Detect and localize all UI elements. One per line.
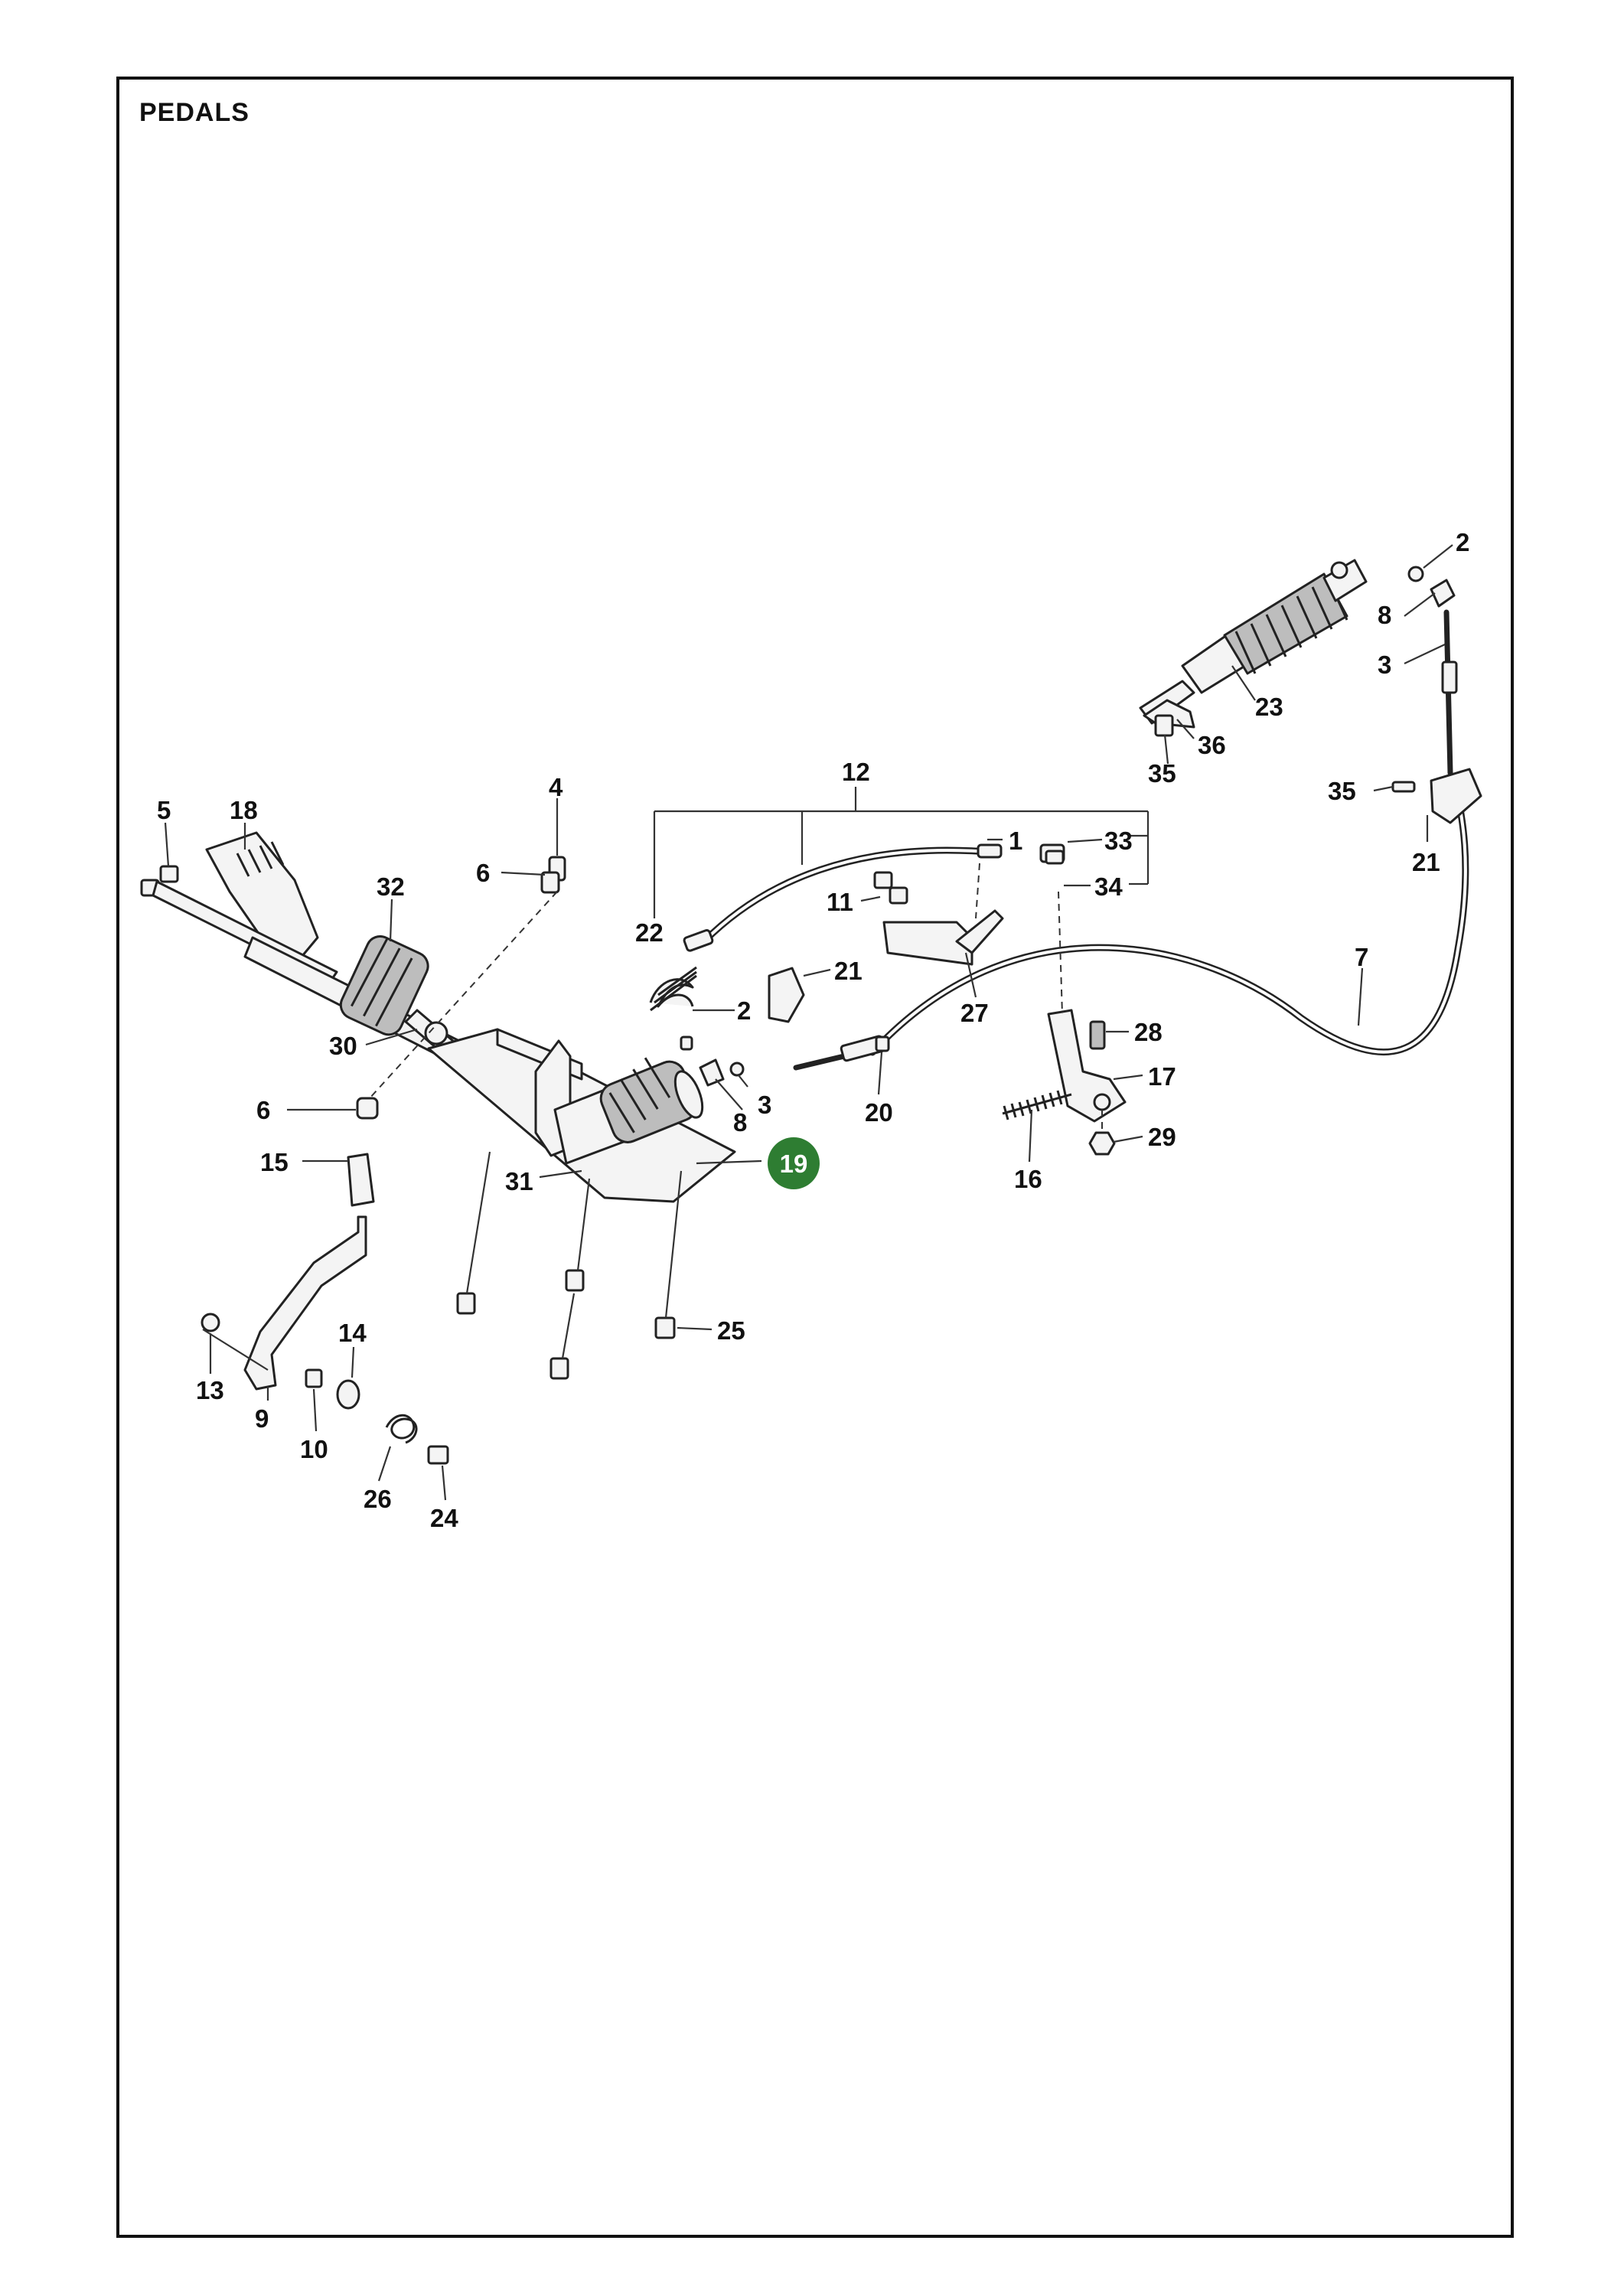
- callout-35-right: 35: [1328, 777, 1356, 805]
- spring-16: [1002, 1090, 1072, 1120]
- callout-17: 17: [1148, 1062, 1176, 1091]
- callout-32: 32: [377, 872, 405, 901]
- bolt-35: [1154, 714, 1174, 737]
- callout-1: 1: [1009, 827, 1022, 855]
- callout-4: 4: [549, 773, 563, 801]
- callout-15: 15: [260, 1148, 289, 1176]
- callout-28: 28: [1134, 1018, 1163, 1046]
- lever-18: [140, 831, 338, 985]
- callout-2-upper-right: 2: [1456, 528, 1469, 556]
- callout-33: 33: [1104, 827, 1133, 855]
- callout-24: 24: [430, 1504, 458, 1532]
- callout-6-upper: 6: [476, 859, 490, 887]
- callout-8-center: 8: [733, 1108, 747, 1137]
- callout-18: 18: [230, 796, 258, 824]
- highlight-label: 19: [780, 1150, 808, 1178]
- highlighted-callout-19: 19: [768, 1137, 820, 1189]
- damper-23: [1139, 559, 1368, 729]
- callout-23: 23: [1255, 693, 1283, 721]
- callout-2-center: 2: [737, 996, 751, 1025]
- callout-36: 36: [1198, 731, 1226, 759]
- callout-3-center: 3: [758, 1091, 771, 1119]
- callout-20: 20: [865, 1098, 893, 1127]
- pedal-arm-9: [243, 1215, 367, 1391]
- callout-31: 31: [505, 1167, 533, 1195]
- callout-6-lower: 6: [256, 1096, 270, 1124]
- callout-22: 22: [635, 918, 664, 947]
- callout-21-right: 21: [1412, 848, 1440, 876]
- page-title: PEDALS: [139, 98, 249, 127]
- callout-21-center: 21: [834, 957, 863, 985]
- callout-12: 12: [842, 758, 870, 786]
- highlight-badge: [768, 1137, 820, 1189]
- callout-14: 14: [338, 1319, 367, 1347]
- callout-5: 5: [157, 796, 171, 824]
- callout-13: 13: [196, 1376, 224, 1404]
- callout-11: 11: [827, 888, 853, 916]
- leader-lines: [164, 544, 1453, 1501]
- boot-15: [347, 1153, 375, 1207]
- callout-29: 29: [1148, 1123, 1176, 1151]
- pedal-assembly: [243, 935, 736, 1203]
- clip-21: [768, 967, 805, 1023]
- callout-30: 30: [329, 1032, 357, 1060]
- callout-27: 27: [960, 999, 989, 1027]
- callout-3-upper-right: 3: [1378, 651, 1391, 679]
- callout-34: 34: [1094, 872, 1123, 901]
- callout-10: 10: [300, 1435, 328, 1463]
- lever-17: [1047, 1009, 1127, 1123]
- parts-illustration: [140, 559, 1482, 1465]
- callout-9: 9: [255, 1404, 269, 1433]
- callout-8-upper-right: 8: [1378, 601, 1391, 629]
- callout-35-lower: 35: [1148, 759, 1176, 788]
- callout-labels: 2 8 3 23 36 35 35 21 12 4 5 18 32 6 1 33…: [157, 528, 1469, 1532]
- callout-25: 25: [717, 1316, 745, 1345]
- callout-16: 16: [1014, 1165, 1042, 1193]
- callout-26: 26: [364, 1485, 392, 1513]
- callout-7: 7: [1355, 943, 1368, 971]
- spring-26: [385, 1414, 418, 1444]
